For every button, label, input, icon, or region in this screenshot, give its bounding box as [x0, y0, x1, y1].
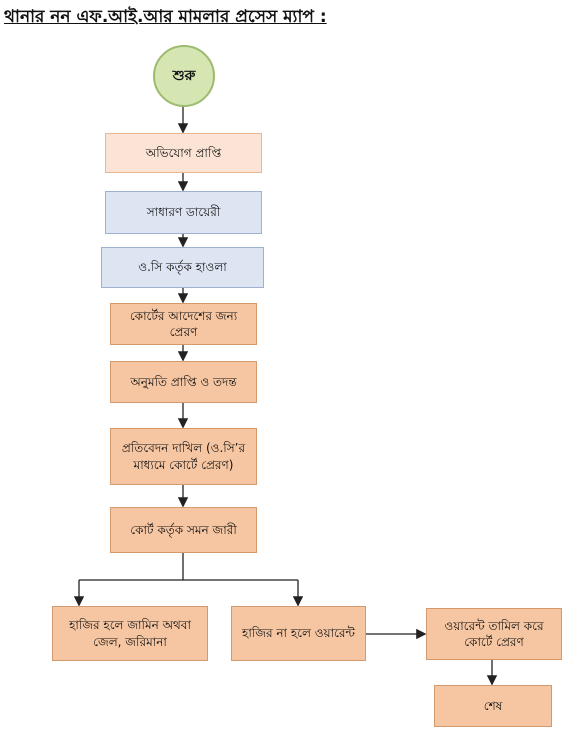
node-absent: হাজির না হলে ওয়ারেন্ট	[231, 606, 366, 661]
node-end-label: শেষ	[483, 698, 503, 713]
node-permission: অনুমতি প্রাপ্তি ও তদন্ত	[110, 361, 257, 403]
node-permission-label: অনুমতি প্রাপ্তি ও তদন্ত	[130, 374, 237, 389]
node-present-label: হাজির হলে জামিন অথবা জেল, জরিমানা	[69, 618, 191, 649]
node-end: শেষ	[434, 685, 552, 727]
node-report-label: প্রতিবেদন দাখিল (ও.সি’র মাধ্যমে কোর্টে প…	[121, 441, 246, 472]
node-court-order-label: কোর্টের আদেশের জন্য প্রেরণ	[129, 308, 238, 339]
node-complaint-label: অভিযোগ প্রাপ্তি	[145, 145, 222, 160]
node-gd-label: সাধারণ ডায়েরী	[146, 205, 221, 220]
node-gd: সাধারণ ডায়েরী	[105, 191, 262, 234]
node-complaint: অভিযোগ প্রাপ্তি	[105, 133, 262, 173]
node-absent-label: হাজির না হলে ওয়ারেন্ট	[242, 626, 355, 641]
node-warrant-label: ওয়ারেন্ট তামিল করে কোর্টে প্রেরণ	[444, 618, 544, 649]
node-warrant: ওয়ারেন্ট তামিল করে কোর্টে প্রেরণ	[426, 608, 562, 660]
node-summons: কোর্ট কর্তৃক সমন জারী	[110, 507, 257, 553]
node-report: প্রতিবেদন দাখিল (ও.সি’র মাধ্যমে কোর্টে প…	[110, 428, 257, 485]
node-summons-label: কোর্ট কর্তৃক সমন জারী	[130, 522, 237, 537]
node-court-order: কোর্টের আদেশের জন্য প্রেরণ	[110, 303, 257, 345]
node-present: হাজির হলে জামিন অথবা জেল, জরিমানা	[52, 606, 208, 661]
page-title: থানার নন এফ.আই.আর মামলার প্রসেস ম্যাপ :	[4, 7, 327, 27]
start-node: শুরু	[153, 45, 215, 107]
node-oc-handover-label: ও.সি কর্তৃক হাওলা	[138, 260, 227, 275]
start-label: শুরু	[172, 68, 196, 84]
node-oc-handover: ও.সি কর্তৃক হাওলা	[101, 247, 264, 288]
